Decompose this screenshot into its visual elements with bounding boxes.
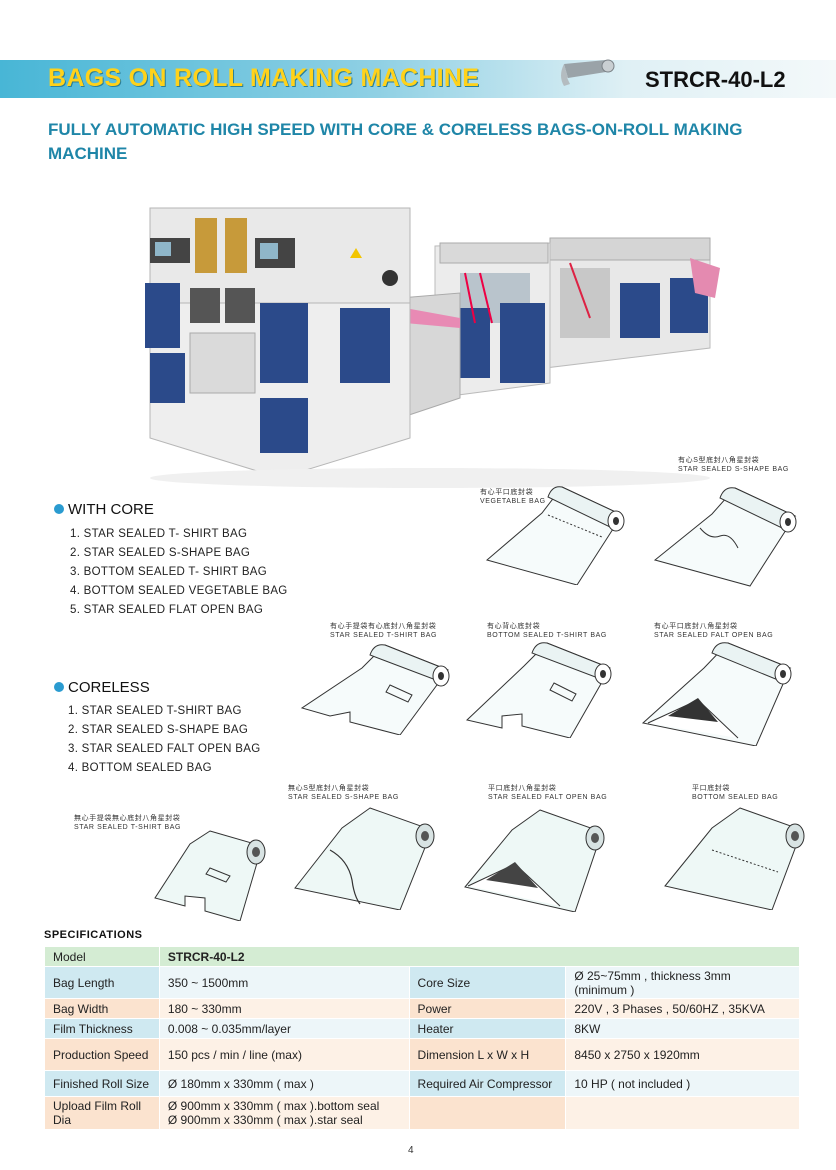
list-item: 4. BOTTOM SEALED VEGETABLE BAG xyxy=(70,585,288,597)
list-item: 3. BOTTOM SEALED T- SHIRT BAG xyxy=(70,566,268,578)
spec-label: Upload Film Roll Dia xyxy=(44,1096,160,1130)
specifications-table: Model STRCR-40-L2 Bag Length 350 ~ 1500m… xyxy=(44,946,801,1130)
page-subtitle: FULLY AUTOMATIC HIGH SPEED WITH CORE & C… xyxy=(48,120,743,163)
bullet-icon xyxy=(54,682,64,692)
spec-value: Ø 25~75mm , thickness 3mm(minimum ) xyxy=(565,966,800,999)
spec-value: 8450 x 2750 x 1920mm xyxy=(565,1038,800,1071)
with-core-heading: WITH CORE xyxy=(54,501,154,518)
spec-empty-cell xyxy=(565,1096,800,1130)
table-row: Model STRCR-40-L2 xyxy=(44,946,801,967)
table-row: Production Speed 150 pcs / min / line (m… xyxy=(44,1038,800,1071)
header-band xyxy=(0,60,836,98)
machine-illustration xyxy=(145,207,720,488)
coreless-flat-open-bag-drawing xyxy=(464,809,605,912)
with-core-list: 1. STAR SEALED T- SHIRT BAG 2. STAR SEAL… xyxy=(70,528,288,623)
list-item: 4. BOTTOM SEALED BAG xyxy=(68,762,212,774)
spec-value: 180 ~ 330mm xyxy=(158,998,410,1019)
table-row: Finished Roll Size Ø 180mm x 330mm ( max… xyxy=(44,1070,800,1097)
coreless-s-shape-bag-drawing xyxy=(294,807,435,910)
core-s-shape-bag-drawing xyxy=(653,487,797,587)
page-number: 4 xyxy=(408,1145,414,1156)
machine-rear-unit xyxy=(544,237,720,369)
spec-value: 10 HP ( not included ) xyxy=(565,1070,800,1097)
spec-label: Model xyxy=(44,946,160,967)
spec-label: Heater xyxy=(408,1018,567,1039)
list-item: 1. STAR SEALED T- SHIRT BAG xyxy=(70,528,248,540)
coreless-bottom-bag-drawing xyxy=(664,807,805,910)
spec-value: 350 ~ 1500mm xyxy=(158,966,410,999)
core-bottom-tshirt-bag-drawing xyxy=(465,642,612,738)
spec-value: 0.008 ~ 0.035mm/layer xyxy=(158,1018,410,1039)
core-tshirt-bag-drawing xyxy=(300,644,450,735)
list-item: 2. STAR SEALED S-SHAPE BAG xyxy=(68,724,249,736)
spec-model-value: STRCR-40-L2 xyxy=(158,946,801,967)
spec-label: Power xyxy=(408,998,567,1019)
core-flat-open-bag-drawing xyxy=(641,642,792,746)
roll-logo-icon xyxy=(561,59,615,86)
specifications-heading: SPECIFICATIONS xyxy=(44,929,143,941)
list-item: 1. STAR SEALED T-SHIRT BAG xyxy=(68,705,242,717)
coreless-tshirt-bag-drawing xyxy=(154,830,266,921)
spec-value: 8KW xyxy=(565,1018,800,1039)
spec-label: Core Size xyxy=(408,966,567,999)
spec-value: 220V , 3 Phases , 50/60HZ , 35KVA xyxy=(565,998,800,1019)
coreless-list: 1. STAR SEALED T-SHIRT BAG 2. STAR SEALE… xyxy=(68,705,260,781)
spec-empty-cell xyxy=(408,1096,567,1130)
vegetable-bag-drawing xyxy=(485,486,625,585)
spec-label: Bag Width xyxy=(44,998,160,1019)
machine-main-unit xyxy=(145,207,411,479)
table-row: Bag Width 180 ~ 330mm Power 220V , 3 Pha… xyxy=(44,998,800,1019)
spec-label: Dimension L x W x H xyxy=(408,1038,567,1071)
header-model: STRCR-40-L2 xyxy=(645,67,786,92)
list-item: 3. STAR SEALED FALT OPEN BAG xyxy=(68,743,261,755)
spec-label: Production Speed xyxy=(44,1038,160,1071)
list-item: 5. STAR SEALED FLAT OPEN BAG xyxy=(70,604,264,616)
coreless-heading: CORELESS xyxy=(54,679,150,696)
spec-label: Bag Length xyxy=(44,966,160,999)
list-item: 2. STAR SEALED S-SHAPE BAG xyxy=(70,547,251,559)
table-row: Upload Film Roll Dia Ø 900mm x 330mm ( m… xyxy=(44,1096,800,1130)
spec-label: Required Air Compressor xyxy=(408,1070,567,1097)
spec-label: Finished Roll Size xyxy=(44,1070,160,1097)
header-title: BAGS ON ROLL MAKING MACHINE xyxy=(48,64,480,92)
bullet-icon xyxy=(54,504,64,514)
table-row: Film Thickness 0.008 ~ 0.035mm/layer Hea… xyxy=(44,1018,800,1039)
spec-value: 150 pcs / min / line (max) xyxy=(158,1038,410,1071)
spec-label: Film Thickness xyxy=(44,1018,160,1039)
spec-value: Ø 180mm x 330mm ( max ) xyxy=(158,1070,410,1097)
table-row: Bag Length 350 ~ 1500mm Core Size Ø 25~7… xyxy=(44,966,800,999)
